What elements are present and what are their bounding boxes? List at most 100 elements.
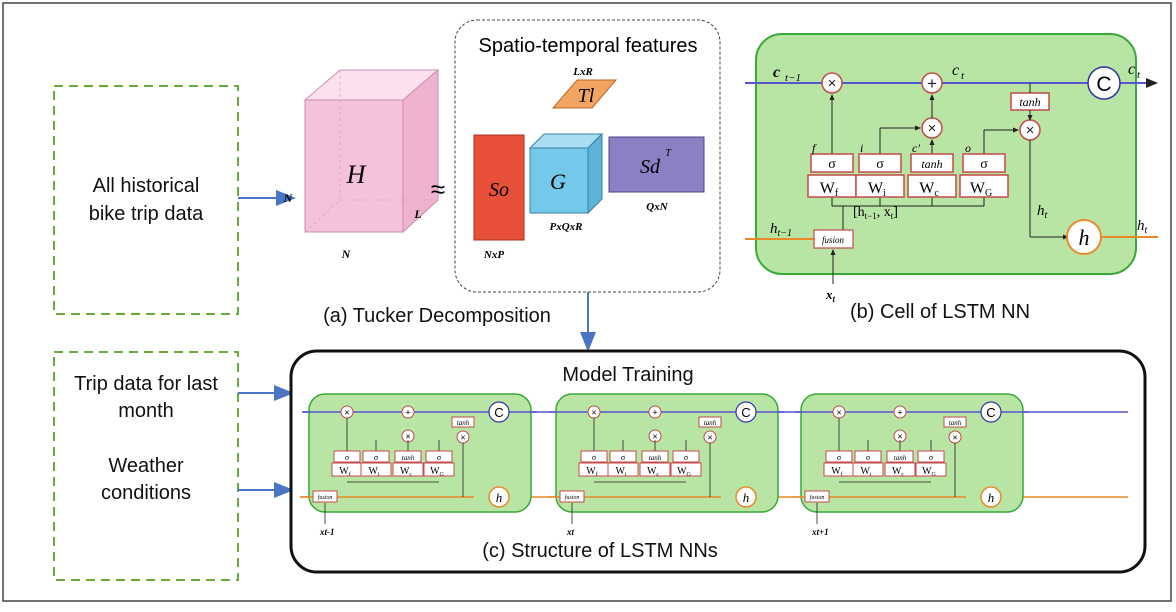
mini-fusion-text-0: fusion: [318, 494, 333, 501]
svg-text:fusion: fusion: [822, 235, 845, 245]
mini-op-text-2-2: ×: [897, 432, 902, 442]
lstm-cell-caption: (b) Cell of LSTM NN: [850, 301, 1030, 323]
weight-box-3: [959, 174, 1009, 198]
so-dim: NxP: [483, 249, 504, 261]
mini-op-text-2-3: ×: [952, 433, 957, 443]
mini-fusion-2: [804, 490, 830, 503]
mini-op-text-1-0: ×: [591, 408, 596, 418]
fusion-node: [813, 229, 854, 249]
mini-x-input-0: xt-1: [319, 527, 335, 537]
mini-h-text-2: h: [988, 490, 995, 505]
mini-c-text-0: C: [494, 405, 503, 420]
last-month-label-line1: Trip data for last: [74, 373, 218, 395]
mini-op-text-1-2: ×: [652, 432, 657, 442]
approx-symbol: ≈: [431, 174, 445, 204]
mini-tanh-top-1: [698, 416, 722, 428]
add-node: [921, 72, 943, 94]
concat-label: [ht−1, xt]: [853, 205, 898, 221]
weather-label-line2: conditions: [101, 482, 191, 504]
mini-x-input-2: xt+1: [811, 527, 829, 537]
weight-box-1: [855, 174, 905, 198]
gate-label-c: c': [912, 141, 920, 155]
mini-fusion-0: [312, 490, 338, 503]
sd-symbol: Sd: [640, 156, 661, 178]
tucker-title: Spatio-temporal features: [478, 35, 697, 57]
hidden-state-node: [1066, 219, 1102, 255]
mini-gate-text-2-1: σ: [866, 453, 871, 462]
svg-text:t−1: t−1: [785, 72, 801, 84]
mini-gate-text-0-3: σ: [437, 453, 442, 462]
weight-text-1: Wi: [868, 180, 886, 199]
mini-gate-text-1-2: tanh: [649, 454, 662, 462]
tl-factor: [551, 79, 618, 109]
gate-box-0: [810, 153, 854, 173]
mini-weight-text-1-2: Wc: [647, 466, 659, 478]
gate-box-3: [962, 153, 1006, 173]
mini-weight-1-3: [670, 462, 702, 477]
mini-fusion-1: [559, 490, 585, 503]
mini-gate-1-3: [672, 450, 700, 463]
mini-op-text-0-0: ×: [344, 408, 349, 418]
g-core-tensor: [528, 132, 604, 215]
mini-weight-text-1-1: Wi: [615, 466, 626, 478]
mini-gate-text-1-0: σ: [592, 453, 597, 462]
svg-text:×: ×: [828, 75, 837, 92]
mini-tanh-top-text-2: tanh: [949, 419, 962, 427]
mini-h-node-1: [735, 486, 757, 508]
svg-text:×: ×: [928, 120, 937, 137]
tucker-box: [454, 19, 721, 293]
svg-text:×: ×: [1026, 122, 1035, 139]
training-caption: (c) Structure of LSTM NNs: [482, 540, 718, 562]
gate-label-f: f: [812, 141, 817, 155]
mini-gate-text-1-1: σ: [621, 453, 626, 462]
mini-weight-text-2-2: Wc: [892, 466, 904, 478]
mini-weight-text-2-1: Wi: [860, 466, 871, 478]
mini-weight-text-0-1: Wi: [368, 466, 379, 478]
tl-dim: LxR: [572, 66, 593, 78]
weather-label-line1: Weather: [108, 455, 184, 477]
mini-gate-text-0-0: σ: [345, 453, 350, 462]
mini-weight-text-0-2: Wc: [400, 466, 412, 478]
historical-label-line2: bike trip data: [89, 203, 204, 225]
mini-tanh-top-2: [943, 416, 967, 428]
cell-state-node: [1087, 66, 1121, 100]
tensor-cube: [303, 68, 440, 234]
mini-weight-text-0-0: Wf: [339, 466, 350, 478]
mini-op-2-1: [893, 405, 907, 419]
tl-symbol: Tl: [578, 85, 595, 107]
mini-op-1-1: [648, 405, 662, 419]
c-prev-label: c: [773, 64, 780, 81]
weight-text-2: Wc: [919, 180, 939, 199]
gate-label-o: o: [965, 141, 971, 155]
sd-dim: QxN: [646, 201, 668, 213]
c-t-label: c: [952, 62, 959, 79]
gate-text-1: σ: [876, 157, 884, 172]
mini-weight-text-1-0: Wf: [586, 466, 597, 478]
mini-h-text-1: h: [743, 490, 750, 505]
mini-c-node-0: [488, 401, 510, 423]
mini-gate-1-2: [641, 450, 669, 463]
mini-weight-text-2-0: Wf: [831, 466, 842, 478]
mini-weight-0-3: [423, 462, 455, 477]
mini-c-node-2: [980, 401, 1002, 423]
sd-factor: [608, 136, 705, 193]
mini-op-text-0-2: ×: [405, 432, 410, 442]
gate-text-0: σ: [828, 157, 836, 172]
gate-text-2: tanh: [921, 157, 942, 171]
h-t-label: ht: [1037, 203, 1048, 221]
forget-multiply-node: [821, 72, 843, 94]
tensor-dim-bottom: N: [341, 247, 352, 261]
mini-op-text-1-1: +: [652, 408, 657, 418]
mini-weight-1-1: [607, 462, 639, 477]
mini-tanh-top-text-1: tanh: [704, 419, 717, 427]
x-input-label: xt: [825, 287, 836, 304]
h-out-label: ht: [1137, 218, 1148, 236]
g-dim: PxQxR: [550, 221, 583, 233]
model-training-title: Model Training: [562, 364, 693, 386]
mini-gate-0-1: [362, 450, 390, 463]
weight-text-0: Wf: [820, 180, 839, 199]
mini-weight-1-2: [639, 462, 671, 477]
